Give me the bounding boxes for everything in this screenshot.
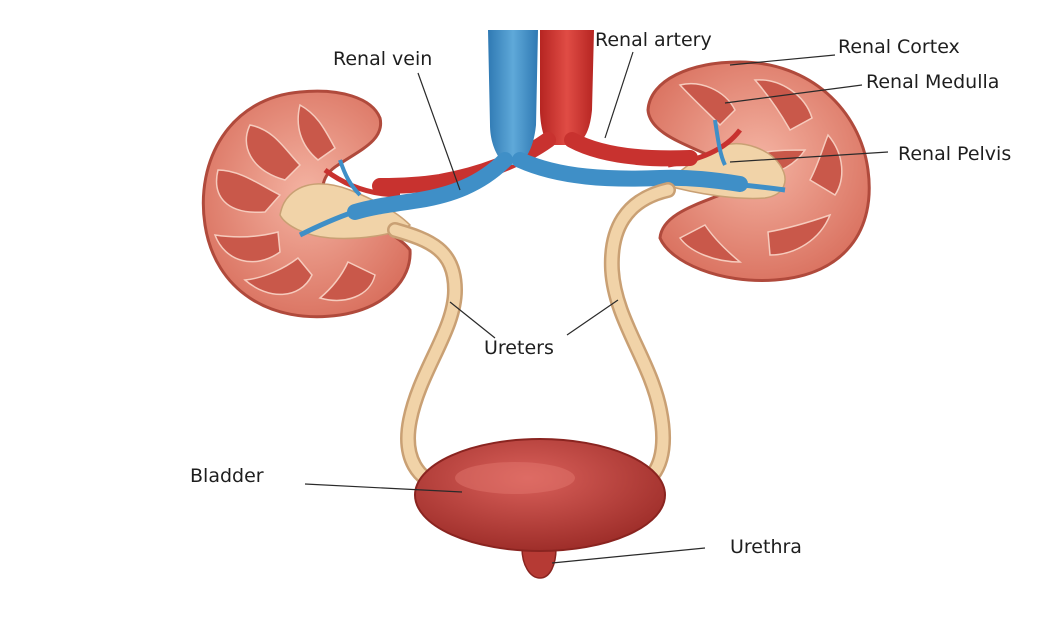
label-renal-cortex: Renal Cortex: [838, 36, 960, 58]
vena-cava: [488, 30, 538, 165]
label-bladder: Bladder: [190, 465, 264, 487]
leader-renal-cortex: [730, 55, 835, 65]
label-renal-vein: Renal vein: [333, 48, 432, 70]
label-renal-artery: Renal artery: [595, 29, 712, 51]
leader-ureters-right: [567, 300, 618, 335]
bladder-organ: [415, 439, 665, 578]
label-renal-pelvis: Renal Pelvis: [898, 143, 1011, 165]
label-renal-medulla: Renal Medulla: [866, 71, 999, 93]
right-renal-artery: [572, 140, 690, 158]
aorta: [540, 30, 594, 145]
leader-renal-vein: [418, 73, 460, 190]
leader-renal-artery: [605, 52, 633, 138]
urethra-tube: [522, 548, 556, 578]
label-ureters: Ureters: [484, 337, 554, 359]
label-urethra: Urethra: [730, 536, 802, 558]
leader-urethra: [552, 548, 705, 563]
